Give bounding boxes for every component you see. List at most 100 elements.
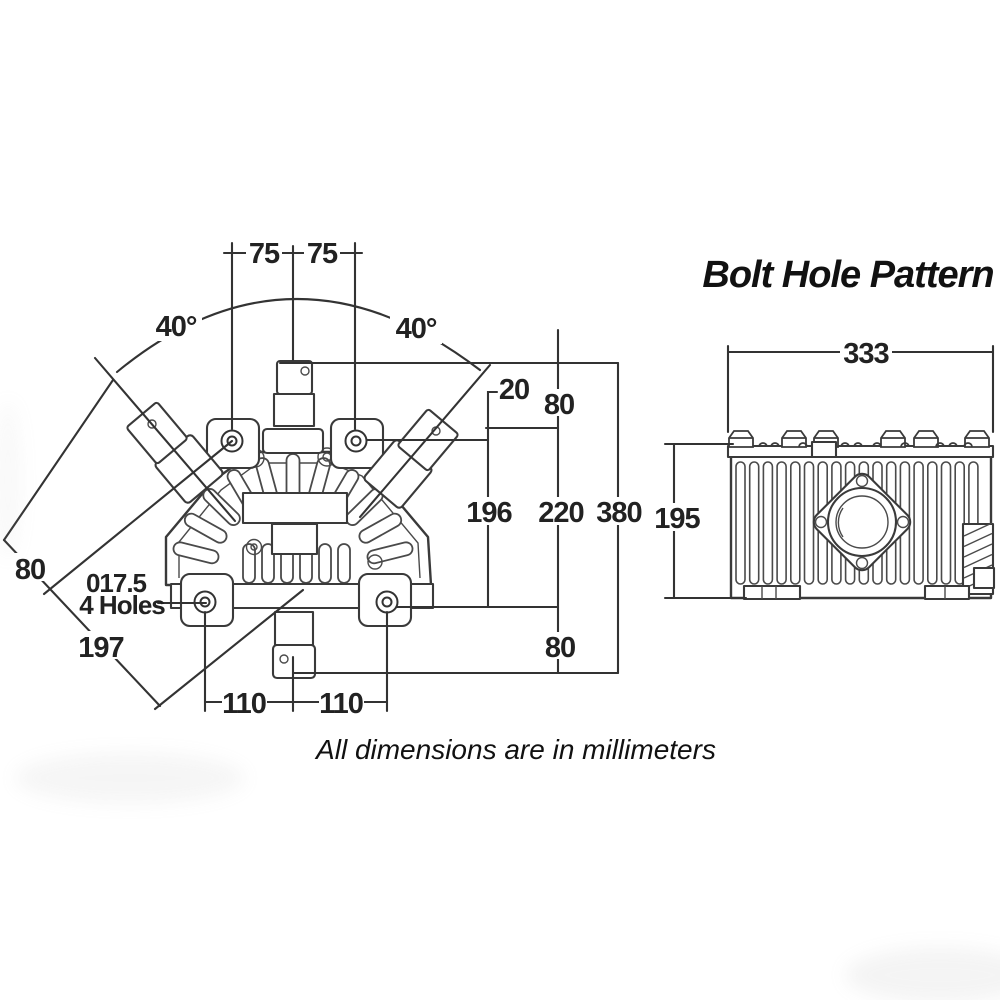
dim-line-20-and-196 <box>486 390 499 609</box>
rib <box>735 461 746 585</box>
flange-hole-right <box>896 515 910 529</box>
scan-smudge <box>15 752 245 804</box>
svg-text:220: 220 <box>538 497 583 529</box>
side-top-block <box>810 440 838 459</box>
rib <box>776 461 787 585</box>
scan-smudge <box>0 400 22 560</box>
left-diag-shaft-keyhole <box>147 419 157 429</box>
rail-bump <box>935 442 945 448</box>
flange-hole-left <box>814 515 828 529</box>
label-mask <box>222 689 267 715</box>
bolt-head <box>964 430 990 448</box>
ext-line-bottom-center-diag <box>153 588 305 711</box>
hatch-line <box>963 553 993 569</box>
fin-slot <box>172 541 220 565</box>
svg-text:40°: 40° <box>396 313 437 345</box>
dim-label-197: 197 <box>72 631 130 664</box>
units-note: All dimensions are in millimeters <box>314 734 716 765</box>
label-mask <box>11 553 49 581</box>
scan-smudge <box>845 947 1000 1000</box>
drain-plug-center <box>250 543 258 551</box>
side-foot-left-lines <box>761 586 777 599</box>
svg-text:75: 75 <box>249 238 280 270</box>
rail-bump <box>900 442 910 448</box>
label-mask <box>840 340 892 366</box>
svg-text:017.5: 017.5 <box>86 568 147 598</box>
label-mask <box>246 239 282 266</box>
flange-outer-circle <box>826 486 898 558</box>
side-top-rail <box>726 444 995 459</box>
label-mask <box>533 497 589 525</box>
dim-label-196: 196 <box>462 497 517 529</box>
ext-line-top-left-hole-diag <box>42 439 234 596</box>
label-mask <box>72 631 130 659</box>
dim-label-80-left: 80 <box>11 553 49 586</box>
bolt-head <box>913 430 939 448</box>
fin-slot <box>318 543 332 584</box>
bottom-shaft-upper <box>273 610 315 647</box>
svg-text:110: 110 <box>222 688 266 720</box>
svg-text:333: 333 <box>843 338 889 370</box>
angle-label-right: 40° <box>390 313 442 345</box>
drain-plug <box>245 538 263 556</box>
dim-label-75-right: 75 <box>304 238 340 270</box>
dim-label-220: 220 <box>533 497 589 529</box>
rib <box>789 461 801 585</box>
svg-text:80: 80 <box>545 632 575 664</box>
flange-hole-top <box>855 474 869 488</box>
dim-label-195: 195 <box>651 503 703 535</box>
side-view <box>663 344 996 601</box>
label-mask <box>591 497 647 525</box>
mount-hole-bottom-right-center <box>381 596 393 608</box>
top-shaft-upper <box>275 359 314 396</box>
mounting-holes <box>193 429 399 614</box>
dim-label-80-bottom-right: 80 <box>542 632 579 664</box>
rail-bump <box>798 442 808 448</box>
rib <box>926 461 938 585</box>
fin-slot <box>183 512 228 544</box>
dim-label-380: 380 <box>591 497 647 529</box>
rail-bump <box>872 442 882 448</box>
dim-label-110-left: 110 <box>222 688 267 720</box>
svg-text:4 Holes: 4 Holes <box>79 590 165 620</box>
fin-slot <box>337 543 351 584</box>
svg-text:380: 380 <box>596 497 641 529</box>
flange-hole-bottom <box>855 556 869 570</box>
label-mask <box>462 497 517 525</box>
hole-callout: 017.5 4 Holes <box>79 568 166 620</box>
side-bolts <box>728 430 990 448</box>
dimension-labels: 75 75 40° 40° 20 80 196 220 <box>11 238 995 765</box>
svg-text:110: 110 <box>319 688 363 720</box>
fitting-nut <box>972 566 996 590</box>
svg-text:80: 80 <box>15 554 45 586</box>
top-shaft-collar <box>261 427 325 455</box>
rail-bump <box>853 442 863 448</box>
rib <box>940 461 952 585</box>
label-mask <box>542 632 579 659</box>
svg-text:20: 20 <box>499 374 529 406</box>
hatch-line <box>963 522 993 537</box>
rib <box>748 461 760 585</box>
mount-hole-top-right-center <box>350 435 362 447</box>
dim-label-110-right: 110 <box>319 688 364 720</box>
hatch-line <box>963 543 993 558</box>
svg-text:75: 75 <box>307 238 338 270</box>
dim-label-80-top-right: 80 <box>541 389 578 421</box>
rib <box>913 461 924 585</box>
hatch-line <box>963 532 993 548</box>
rail-bump <box>770 442 780 448</box>
top-shaft-lower <box>272 392 316 428</box>
label-mask <box>541 389 578 416</box>
label-mask <box>150 311 202 341</box>
scan-artifacts <box>0 400 1000 1000</box>
rib <box>762 461 774 585</box>
drawing-title: Bolt Hole Pattern <box>702 254 993 296</box>
side-foot-left <box>742 584 802 601</box>
dim-label-20: 20 <box>499 374 530 406</box>
rail-bump <box>840 442 850 448</box>
flange-bore-arc <box>837 507 844 538</box>
flange-bore <box>835 495 889 549</box>
left-shaft-centerline <box>93 356 237 523</box>
rail-bump <box>963 442 973 448</box>
rail-bump <box>948 442 958 448</box>
